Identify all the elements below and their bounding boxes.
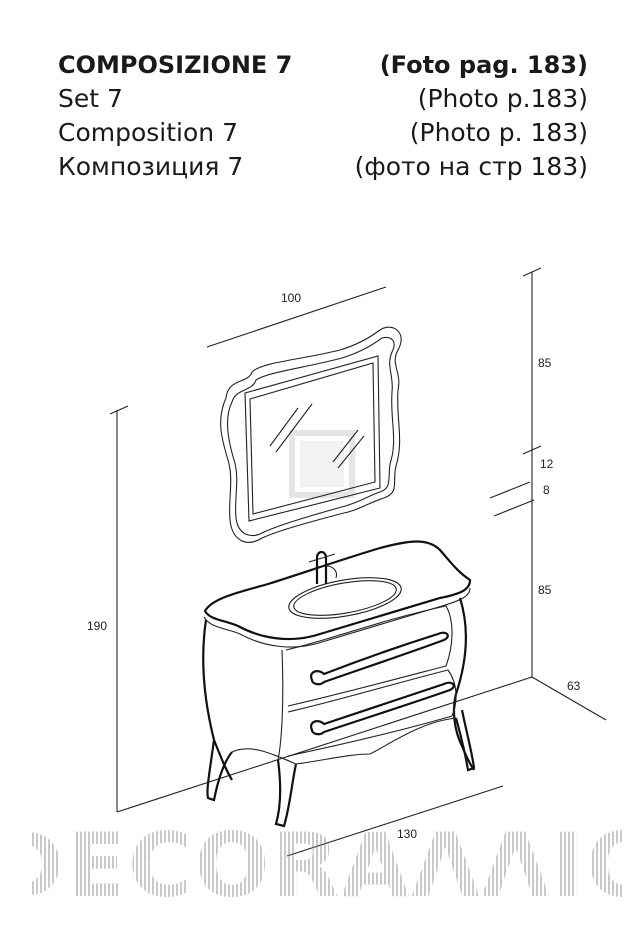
header-row-italian: COMPOSIZIONE 7 (Foto pag. 183) — [58, 48, 588, 82]
gap-lower-label: 8 — [543, 483, 550, 497]
composition-header: COMPOSIZIONE 7 (Foto pag. 183) Set 7 (Ph… — [58, 48, 588, 184]
dimension-lines — [206, 286, 504, 857]
cabinet-width-label: 130 — [397, 827, 417, 841]
photo-ref-it: (Foto pag. 183) — [379, 51, 588, 79]
composition-title-en: Composition 7 — [58, 118, 238, 147]
dimension-labels: 100 85 12 8 85 190 63 130 — [87, 291, 581, 841]
header-row-english-set: Set 7 (Photo p.183) — [58, 82, 588, 116]
brand-watermark: DECORAΛΛΙΟ — [32, 820, 622, 910]
photo-ref-en: (Photo p. 183) — [409, 118, 588, 147]
gap-upper-label: 12 — [540, 457, 554, 471]
cabinet-height-label: 85 — [538, 583, 552, 597]
photo-ref-set: (Photo p.183) — [417, 84, 588, 113]
composition-title-set: Set 7 — [58, 84, 123, 113]
composition-title-ru: Композиция 7 — [58, 152, 244, 181]
header-row-english: Composition 7 (Photo p. 183) — [58, 116, 588, 150]
room-lines — [109, 267, 607, 813]
mirror-height-label: 85 — [538, 356, 552, 370]
watermark-text: DECORAΛΛΙΟ — [32, 820, 622, 910]
composition-title-it: COMPOSIZIONE 7 — [58, 51, 293, 79]
mirror — [220, 326, 402, 543]
photo-ref-ru: (фото на стр 183) — [354, 152, 588, 181]
mirror-width-label: 100 — [281, 291, 301, 305]
gap-markers — [489, 481, 535, 517]
depth-label: 63 — [567, 679, 581, 693]
header-row-russian: Композиция 7 (фото на стр 183) — [58, 150, 588, 184]
center-watermark-mark — [289, 430, 355, 498]
vanity-cabinet — [202, 540, 476, 828]
total-height-label: 190 — [87, 619, 107, 633]
